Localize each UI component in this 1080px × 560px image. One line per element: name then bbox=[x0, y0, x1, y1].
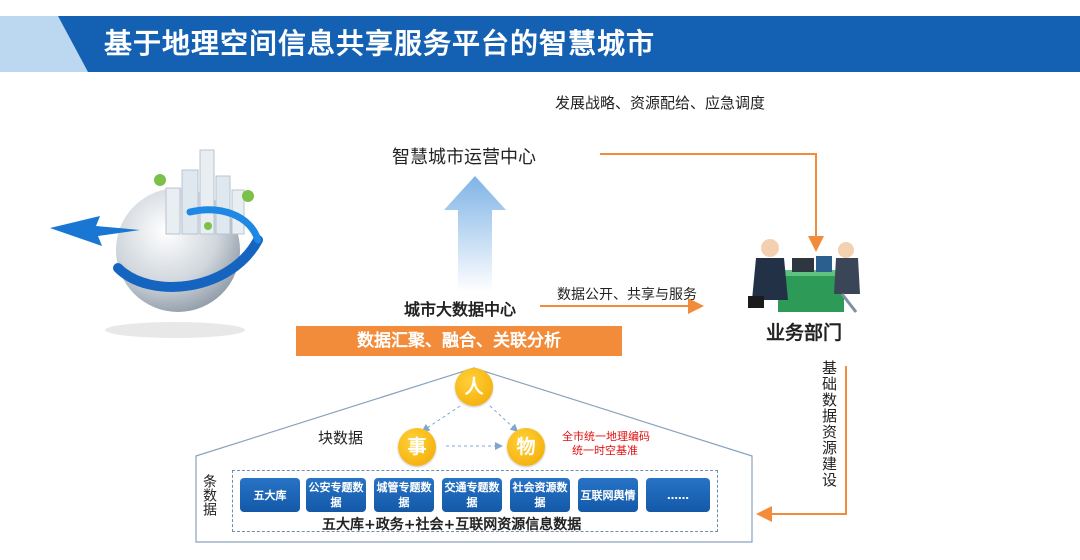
business-dept-label: 业务部门 bbox=[766, 322, 843, 344]
data-box-3: 城管专题数据 bbox=[374, 478, 434, 512]
circle-ren: 人 bbox=[455, 368, 493, 406]
geo-code-label-2: 统一时空基准 bbox=[572, 444, 638, 457]
data-box-2: 公安专题数据 bbox=[306, 478, 366, 512]
basic-build-arrow bbox=[756, 366, 847, 522]
globe-city-icon bbox=[50, 149, 263, 338]
ops-to-dept-arrow bbox=[600, 153, 824, 252]
up-arrow bbox=[444, 176, 506, 292]
data-box-5: 社会资源数据 bbox=[510, 478, 570, 512]
title-banner bbox=[58, 16, 1080, 72]
circle-wu: 物 bbox=[507, 428, 545, 466]
link-ren-wu bbox=[489, 405, 519, 433]
geo-code-label-1: 全市统一地理编码 bbox=[562, 430, 650, 443]
link-ren-shi bbox=[421, 405, 461, 432]
data-box-4: 交通专题数据 bbox=[442, 478, 502, 512]
big-data-center-label: 城市大数据中心 bbox=[404, 300, 517, 319]
house-outline bbox=[195, 367, 753, 543]
bottom-caption: 五大库+政务+社会+互联网资源信息数据 bbox=[322, 517, 582, 533]
top-right-note: 发展战略、资源配给、应急调度 bbox=[555, 94, 766, 112]
basic-build-label: 基础数据资源建设 bbox=[820, 360, 838, 488]
ops-center-label: 智慧城市运营中心 bbox=[392, 147, 536, 168]
aggregation-band: 数据汇聚、融合、关联分析 bbox=[296, 326, 622, 356]
page-title: 基于地理空间信息共享服务平台的智慧城市 bbox=[104, 27, 656, 60]
data-box-6: 互联网舆情 bbox=[578, 478, 638, 512]
data-box-1: 五大库 bbox=[240, 478, 300, 512]
open-share-label: 数据公开、共享与服务 bbox=[557, 287, 697, 303]
circle-shi: 事 bbox=[398, 428, 436, 466]
block-data-label: 块数据 bbox=[318, 429, 364, 447]
strip-data-label: 条数据 bbox=[201, 474, 217, 516]
data-box-7: …… bbox=[646, 478, 710, 512]
office-meeting-icon bbox=[748, 239, 860, 313]
data-row-frame bbox=[232, 470, 718, 532]
